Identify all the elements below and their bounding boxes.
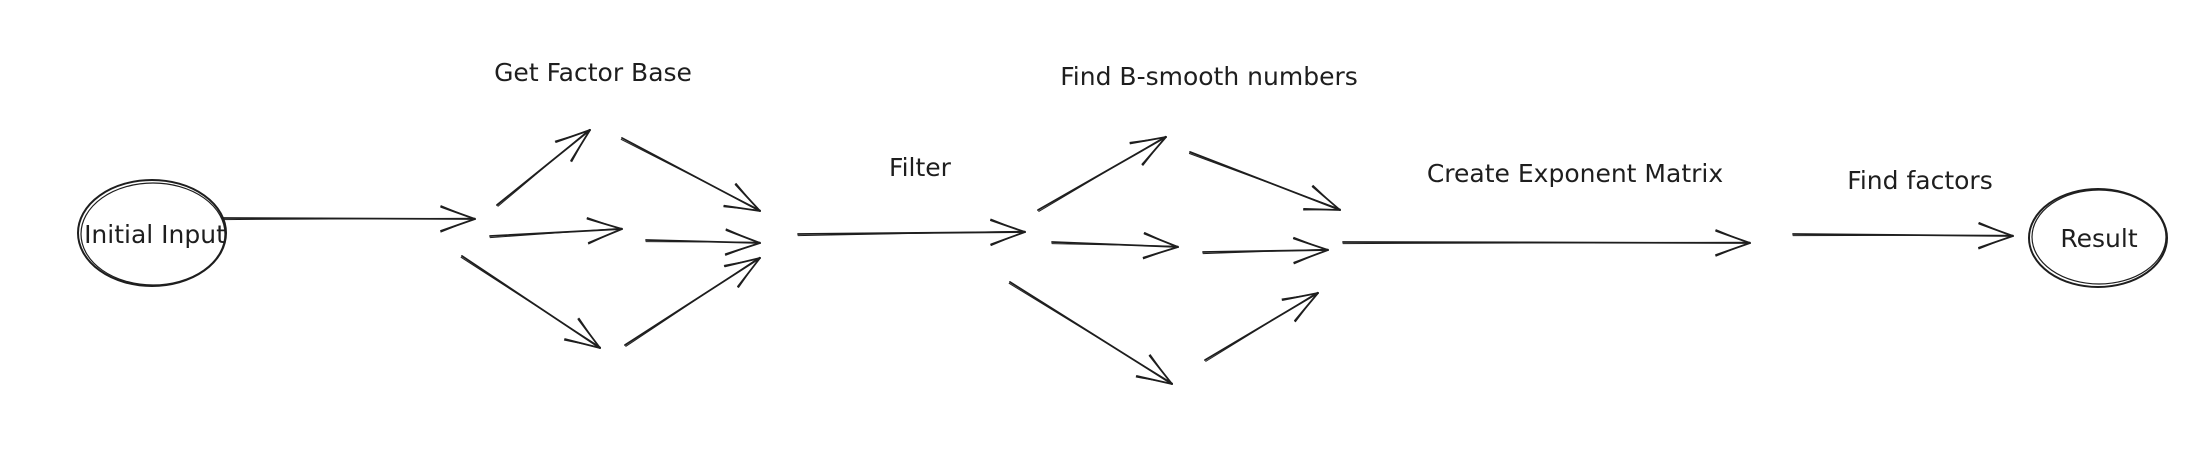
stage-label-filter: Filter (889, 153, 952, 182)
stage-label-find-factors: Find factors (1847, 166, 1992, 195)
initial-input-node: Initial Input (77, 179, 227, 287)
arrow-find-factors (1792, 221, 2014, 250)
arrow-bs-lower-left (1008, 281, 1173, 385)
stage-label-b-smooth: Find B-smooth numbers (1060, 62, 1358, 91)
arrow-fb-lower-left (460, 255, 601, 349)
arrow-filter (797, 218, 1026, 246)
result-label: Result (2060, 224, 2137, 253)
arrow-bs-lower-right (1204, 291, 1319, 362)
arrow-bs-middle-left (1051, 231, 1179, 260)
stage-label-factor-base: Get Factor Base (494, 58, 692, 87)
initial-input-label: Initial Input (84, 220, 226, 249)
result-node: Result (2028, 188, 2168, 288)
arrow-fb-middle-right (645, 228, 761, 256)
arrow-fb-lower-right (624, 256, 761, 347)
arrow-fb-middle-left (489, 217, 623, 245)
arrow-exponent-matrix (1342, 229, 1751, 257)
arrow-bs-upper-left (1037, 135, 1167, 212)
stage-label-exponent-matrix: Create Exponent Matrix (1427, 159, 1723, 188)
arrow-input-to-fanout (221, 205, 476, 233)
arrow-fb-upper-right (620, 137, 761, 212)
arrow-bs-middle-right (1202, 236, 1329, 265)
arrow-bs-upper-right (1188, 151, 1341, 211)
arrow-fb-upper-left (496, 128, 591, 207)
arrows-layer (221, 128, 2014, 385)
